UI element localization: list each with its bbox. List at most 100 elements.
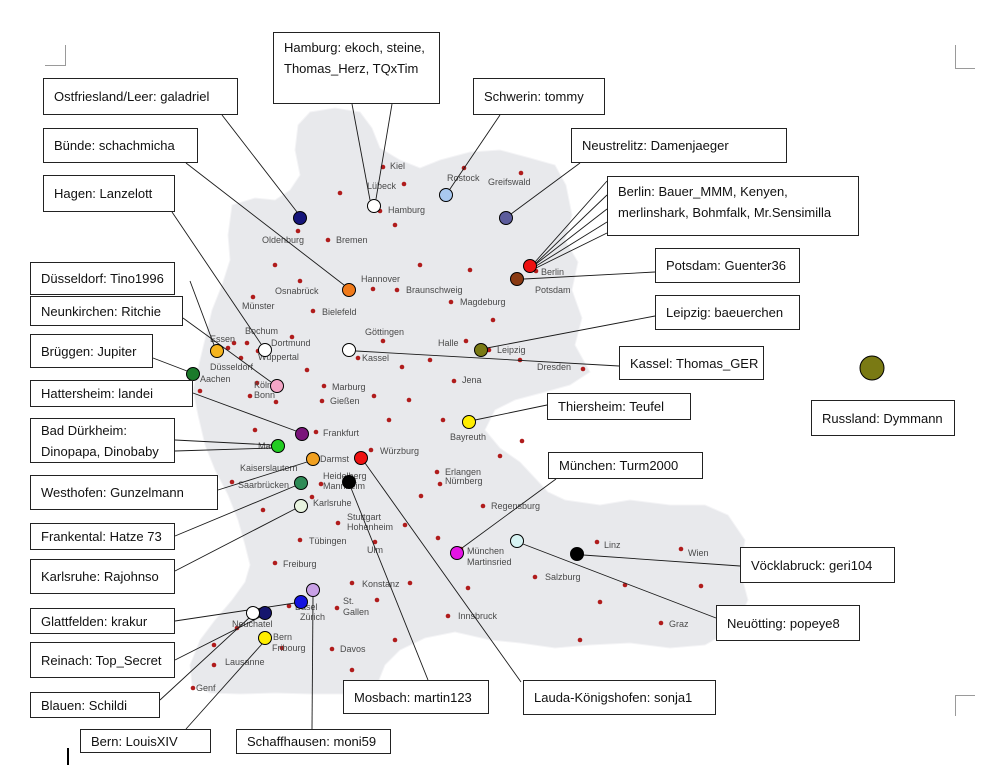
city-dot [437, 481, 443, 487]
leader-line [350, 487, 429, 681]
city-dot [304, 367, 310, 373]
leader-line [174, 485, 296, 537]
member-marker [523, 259, 537, 273]
leader-line [535, 194, 608, 264]
city-label: Halle [438, 338, 459, 348]
callout-bern: Bern: LouisXIV [80, 729, 211, 753]
city-label: Stuttgart [347, 512, 382, 522]
callout-neuoetting: Neuötting: popeye8 [716, 605, 860, 641]
city-dot [273, 399, 279, 405]
callout-schwerin: Schwerin: tommy [473, 78, 605, 115]
city-dot [402, 522, 408, 528]
city-label: Braunschweig [406, 285, 463, 295]
leader-line [364, 462, 522, 683]
city-dot [394, 287, 400, 293]
leader-line [474, 404, 548, 421]
callout-duesseldorf: Düsseldorf: Tino1996 [30, 262, 175, 295]
city-dot [372, 539, 378, 545]
city-dot [401, 181, 407, 187]
callout-neunkirchen: Neunkirchen: Ritchie [30, 296, 183, 326]
leader-line [174, 602, 296, 622]
city-label: Kassel [362, 353, 389, 363]
city-label: Aachen [200, 374, 231, 384]
city-label: Würzburg [380, 446, 419, 456]
callout-muenchen: München: Turm2000 [548, 452, 703, 479]
callout-westhofen: Westhofen: Gunzelmann [30, 475, 218, 510]
city-dot [335, 520, 341, 526]
city-dot [463, 338, 469, 344]
city-label: Münster [242, 301, 275, 311]
callout-text: Kassel: Thomas_GER [630, 355, 759, 371]
callout-ostfriesland-leer: Ostfriesland/Leer: galadriel [43, 78, 238, 115]
leader-line [534, 180, 608, 263]
member-marker [367, 199, 381, 213]
city-dot [480, 503, 486, 509]
leader-line [535, 232, 608, 269]
city-dot [371, 393, 377, 399]
callout-text: Lauda-Königshofen: sonja1 [534, 690, 693, 705]
callout-text: Bern: LouisXIV [91, 733, 178, 749]
city-dot [370, 286, 376, 292]
city-label: Basel [295, 602, 318, 612]
city-dot [440, 417, 446, 423]
city-dot [532, 574, 538, 580]
crop-mark-top-left [65, 45, 66, 65]
callout-text: Thiersheim: Teufel [558, 399, 664, 414]
city-dot [309, 494, 315, 500]
city-dot [418, 493, 424, 499]
member-marker [294, 499, 308, 513]
member-marker [306, 583, 320, 597]
callout-text: Brüggen: Jupiter [41, 343, 137, 359]
callout-text: merlinshark, Bohmfalk, Mr.Sensimilla [618, 205, 832, 220]
leader-line [171, 211, 262, 345]
leader-line [174, 508, 296, 572]
city-dot [451, 378, 457, 384]
city-dot [490, 317, 496, 323]
city-dot [297, 278, 303, 284]
city-dot [252, 427, 258, 433]
callout-hattersheim: Hattersheim: landei [30, 380, 193, 407]
city-label: Lübeck [367, 181, 397, 191]
leader-line [185, 643, 263, 730]
crop-mark-bottom-right [955, 695, 956, 716]
member-marker [294, 595, 308, 609]
city-label: Ma [258, 441, 271, 451]
city-dot [577, 637, 583, 643]
city-dot [380, 338, 386, 344]
callout-potsdam: Potsdam: Guenter36 [655, 248, 800, 283]
city-dot [250, 294, 256, 300]
city-dot [321, 383, 327, 389]
leader-line [152, 357, 188, 372]
member-marker [258, 631, 272, 645]
city-dot [427, 357, 433, 363]
city-dot [448, 299, 454, 305]
city-dot [297, 537, 303, 543]
callout-berlin: Berlin: Bauer_MMM, Kenyen, merlinshark, B… [607, 176, 859, 236]
callout-hagen: Hagen: Lanzelott [43, 175, 175, 212]
city-dot [374, 597, 380, 603]
callout-text: Bad Dürkheim: [41, 422, 127, 438]
callout-text: Russland: Dymmann [822, 410, 943, 426]
city-label: Berlin [541, 267, 564, 277]
city-dot [518, 170, 524, 176]
city-dot [295, 228, 301, 234]
city-dot [254, 380, 260, 386]
leader-line [486, 315, 656, 349]
city-label: Bremen [336, 235, 368, 245]
city-label: Tübingen [309, 536, 347, 546]
callout-text: Neustrelitz: Damenjaeger [582, 138, 729, 153]
callout-text: Hattersheim: landei [41, 386, 153, 401]
callout-text: Blauen: Schildi [41, 697, 127, 713]
city-dot [337, 190, 343, 196]
callout-text: Berlin: Bauer_MMM, Kenyen, [618, 184, 788, 199]
city-dot [272, 262, 278, 268]
city-label: Dortmund [271, 338, 311, 348]
city-dot [244, 340, 250, 346]
leader-line [535, 208, 608, 265]
callout-text: Glattfelden: krakur [41, 613, 148, 629]
callout-text: Mosbach: martin123 [354, 689, 472, 705]
callout-glattfelden: Glattfelden: krakur [30, 608, 175, 634]
city-dot [229, 479, 235, 485]
member-marker [474, 343, 488, 357]
